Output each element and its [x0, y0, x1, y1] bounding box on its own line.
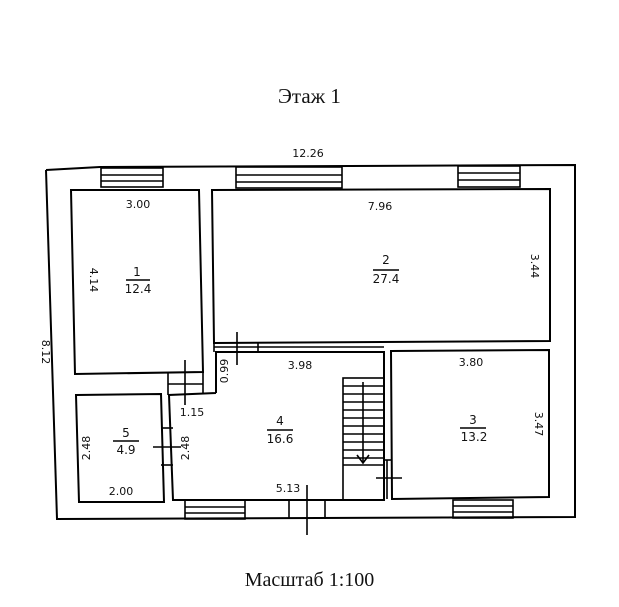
room-4-area: 16.6 — [267, 432, 294, 446]
window-room-4 — [184, 499, 246, 520]
room-4-width-top: 3.98 — [288, 359, 313, 372]
room-3-area: 13.2 — [461, 430, 488, 444]
scale-label: Масштаб 1:100 — [244, 569, 375, 591]
overall-height-label: 8.12 — [39, 340, 52, 365]
room-5 — [74, 392, 166, 503]
outer-wall — [45, 163, 576, 521]
room-2-area: 27.4 — [373, 272, 400, 286]
room-2 — [210, 187, 551, 345]
room-2-height: 3.44 — [528, 254, 541, 279]
window-room-2-left — [235, 166, 343, 189]
overall-width-label: 12.26 — [292, 147, 324, 160]
room-5-area: 4.9 — [116, 443, 135, 457]
floor-title: Этаж 1 — [278, 84, 341, 108]
window-room-2-right — [457, 165, 521, 188]
room-1-number: 1 — [133, 265, 141, 279]
arrow-down-icon — [356, 454, 370, 465]
window-room-3 — [452, 499, 514, 519]
room-5-width: 2.00 — [109, 485, 134, 498]
room-3-height: 3.47 — [532, 412, 545, 437]
room-5-height: 2.48 — [80, 436, 93, 461]
room-3-number: 3 — [469, 413, 477, 427]
room-4-number: 4 — [276, 414, 284, 428]
entrance-door — [288, 485, 326, 535]
room-1-height: 4.14 — [87, 268, 100, 293]
room-3 — [389, 348, 550, 501]
corridor-width: 1.15 — [180, 406, 205, 419]
room-4-width-bottom: 5.13 — [276, 482, 301, 495]
room-2-width: 7.96 — [368, 200, 393, 213]
room-4-height: 2.48 — [179, 436, 192, 461]
room-1 — [69, 189, 205, 376]
room-1-area: 12.4 — [125, 282, 152, 296]
window-room-1 — [100, 167, 164, 188]
room-2-number: 2 — [382, 253, 390, 267]
room-5-number: 5 — [122, 426, 130, 440]
corridor-depth: 0.99 — [218, 359, 231, 384]
staircase — [342, 377, 385, 501]
room-1-width: 3.00 — [126, 198, 151, 211]
room-3-width: 3.80 — [459, 356, 484, 369]
